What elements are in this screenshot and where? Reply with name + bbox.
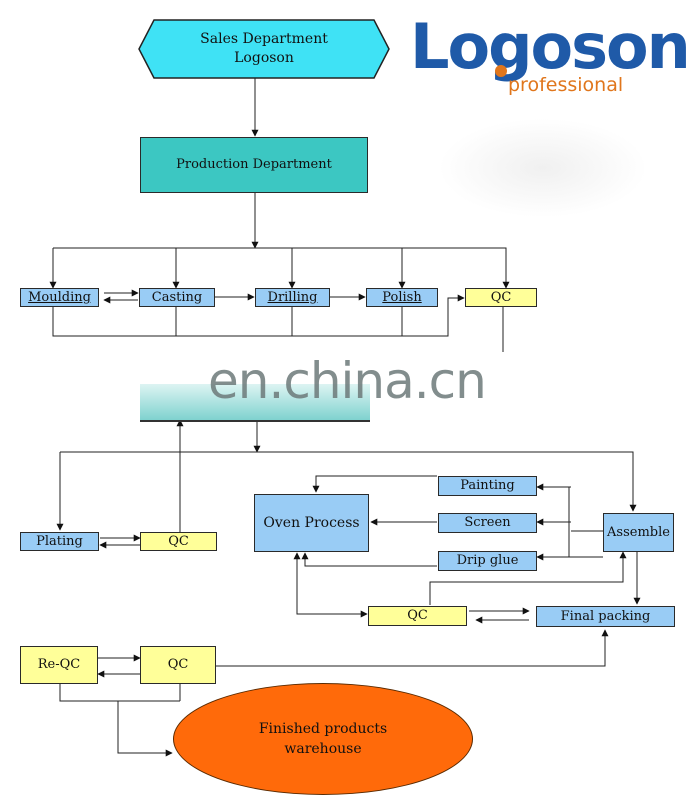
painting-node: Painting xyxy=(438,476,537,496)
watermark-text: en.china.cn xyxy=(208,352,487,410)
logo-dot xyxy=(495,65,507,77)
logoson-logo: Logoson professional xyxy=(410,12,691,102)
sales-department-node: Sales Department Logoson xyxy=(139,20,389,78)
casting-node: Casting xyxy=(139,288,215,307)
qc-top-node: QC xyxy=(465,288,537,307)
sales-line-1: Sales Department xyxy=(200,31,328,47)
logo-tagline: professional xyxy=(508,74,624,96)
blank-department-node xyxy=(140,384,370,422)
polish-node: Polish xyxy=(366,288,438,307)
re-qc-node: Re-QC xyxy=(20,646,98,684)
warehouse-line-2: warehouse xyxy=(284,741,362,757)
drip-glue-node: Drip glue xyxy=(438,551,537,571)
sales-hexagon-shape xyxy=(138,19,390,79)
warehouse-line-1: Finished products xyxy=(258,721,388,737)
screen-node: Screen xyxy=(438,513,537,533)
oven-process-node: Oven Process xyxy=(254,494,369,552)
assemble-node: Assemble xyxy=(603,513,674,552)
smudge-blur xyxy=(438,118,648,218)
logo-brand: Logoson xyxy=(410,10,691,83)
drilling-node: Drilling xyxy=(255,288,330,307)
plating-node: Plating xyxy=(20,532,99,551)
finished-products-warehouse-node: Finished products warehouse xyxy=(173,683,473,795)
qc-mid-node: QC xyxy=(368,606,467,626)
sales-line-2: Logoson xyxy=(234,50,294,66)
final-packing-node: Final packing xyxy=(536,606,675,627)
moulding-node: Moulding xyxy=(20,288,99,307)
qc-plating-node: QC xyxy=(140,532,217,551)
qc-bottom-node: QC xyxy=(140,646,216,684)
production-department-node: Production Department xyxy=(140,137,368,193)
